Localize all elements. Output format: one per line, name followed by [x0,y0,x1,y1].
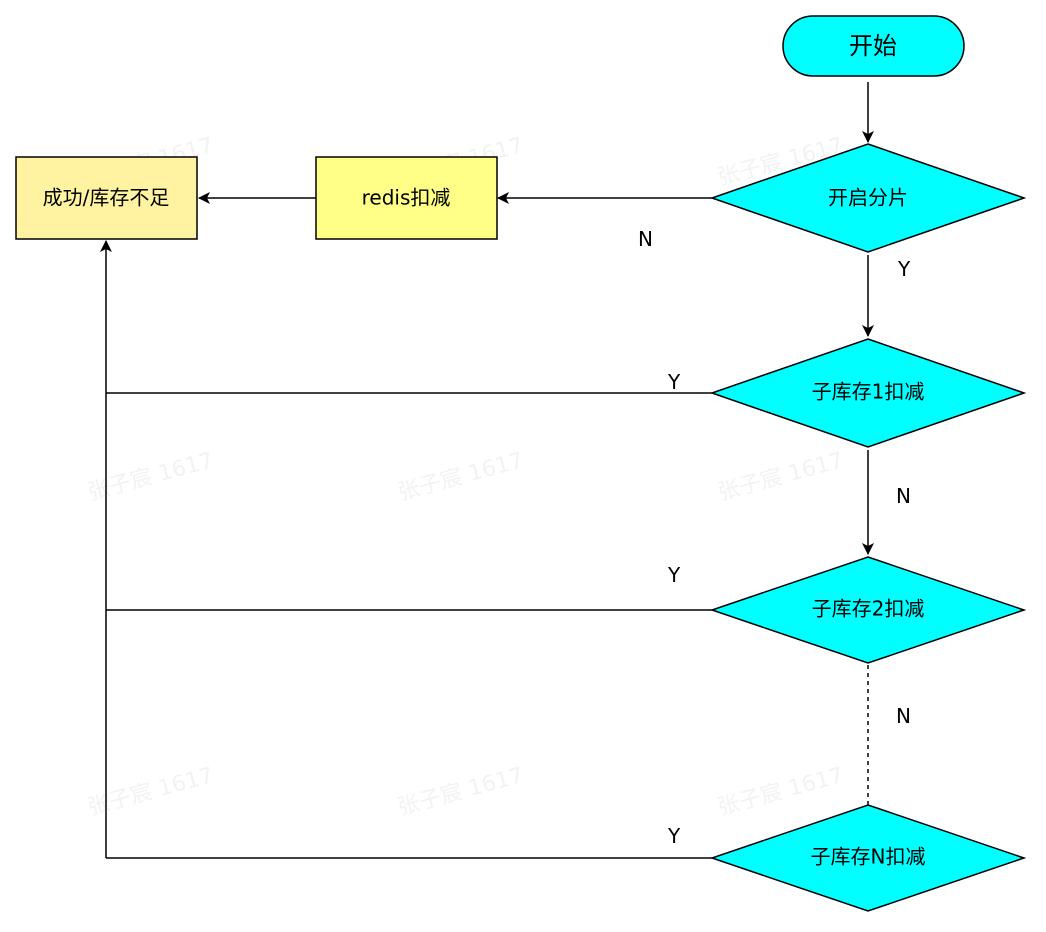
sub2-decision: 子库存2扣减 [709,556,1027,664]
edge-label-sub2-yes: Y [667,563,681,587]
subN-label: 子库存N扣减 [811,845,926,869]
connectors [100,82,874,859]
watermark-text: 张子宸 1617 [395,448,526,506]
shard-decision-label: 开启分片 [828,186,908,210]
start-node: 开始 [782,15,965,77]
watermark-text: 张子宸 1617 [715,763,846,821]
edge-label-subN-yes: Y [667,824,681,848]
edge-label-shard-yes: Y [897,257,911,281]
sub1-decision: 子库存1扣减 [709,338,1027,448]
result-node: 成功/库存不足 [15,156,198,240]
watermark-text: 张子宸 1617 [85,448,216,506]
redis-deduct-label: redis扣减 [362,186,451,210]
sub1-label: 子库存1扣减 [812,380,925,404]
start-label: 开始 [849,32,897,60]
shard-decision: 开启分片 [709,143,1027,253]
edge-label-sub1-yes: Y [667,370,681,394]
subN-decision: 子库存N扣减 [709,804,1027,912]
watermark-text: 张子宸 1617 [395,763,526,821]
sub2-label: 子库存2扣减 [812,597,925,621]
edge-label-shard-no: N [638,227,653,251]
edge-label-sub1-no: N [896,484,911,508]
edge-label-sub2-no: N [896,704,911,728]
watermark-text: 张子宸 1617 [715,448,846,506]
watermark-text: 张子宸 1617 [85,763,216,821]
result-label: 成功/库存不足 [43,186,170,210]
redis-deduct-node: redis扣减 [315,156,498,240]
edge-labels: N Y Y N Y N Y [638,227,911,848]
